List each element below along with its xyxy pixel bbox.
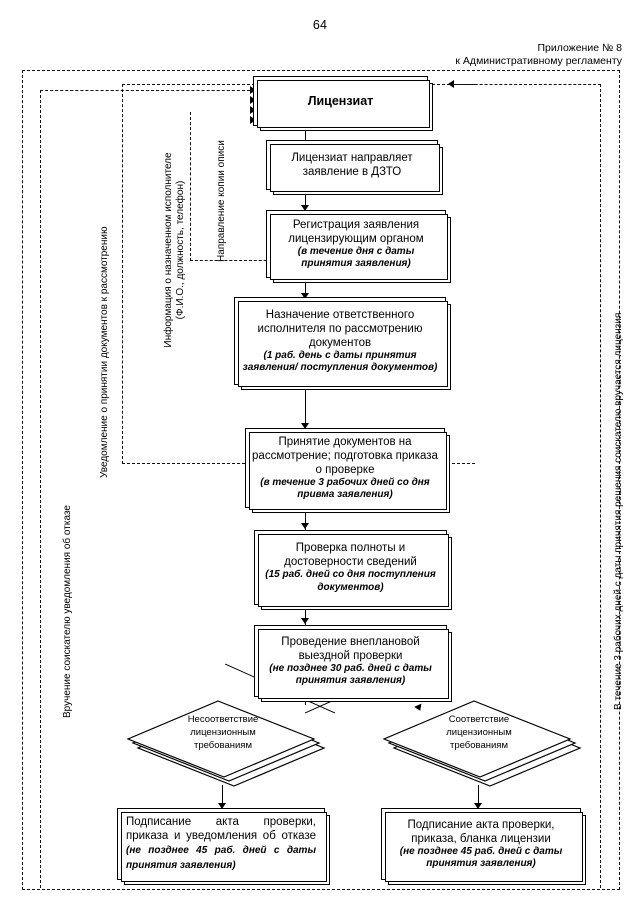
node-sign-license[interactable]: Подписание акта проверки, приказа, бланк…: [381, 808, 586, 885]
node-register-application-title: Регистрация заявления лицензирующим орга…: [288, 218, 424, 245]
connector-right-diamond-to-box: [478, 785, 480, 810]
connector-2-3: [305, 190, 307, 212]
caption-acceptance-notice: Уведомление о принятии документов к расс…: [99, 226, 110, 478]
connector-1-2: [305, 126, 307, 146]
page-number: 64: [312, 18, 328, 32]
arrow-right-diamond-to-box: [474, 803, 482, 809]
node-accept-documents-title: Принятие документов на рассмотрение; под…: [252, 435, 438, 476]
connector-5-6: [305, 508, 307, 530]
dashed-return-arrow: [448, 80, 454, 88]
caption-executor-info-line1: Информация о назначенном исполнителе: [163, 152, 174, 348]
dashed-left-return-vertical: [40, 90, 41, 888]
decision-noncompliance-shape: [126, 700, 326, 787]
dashed-left-return-horizontal: [40, 90, 255, 91]
decision-compliance-shape: [382, 700, 582, 787]
node-assign-executor[interactable]: Назначение ответственного исполнителя по…: [234, 297, 451, 390]
arrow-5-6: [301, 523, 309, 529]
node-licensee[interactable]: Лицензиат: [253, 76, 433, 131]
node-accept-documents[interactable]: Принятие документов на рассмотрение; под…: [245, 428, 450, 513]
connector-left-diamond-to-box: [222, 785, 224, 810]
arrow-4-5: [301, 423, 309, 429]
appendix-line-1: Приложение № 8: [537, 42, 622, 54]
node-submit-application[interactable]: Лицензиат направляет заявление в ДЗТО: [266, 140, 443, 195]
decision-compliance[interactable]: Соответствие лицензионным требованиям: [382, 700, 582, 787]
arrow-3-4: [301, 293, 309, 299]
node-sign-license-title: Подписание акта проверки, приказа, бланк…: [407, 818, 555, 845]
connector-3-4: [305, 278, 307, 300]
arrow-2-3: [301, 205, 309, 211]
dashed-right-return-horizontal: [455, 84, 601, 85]
node-unscheduled-inspection-title: Проведение внеплановой выездной проверки: [281, 635, 420, 662]
node-licensee-title: Лицензиат: [307, 94, 374, 108]
node-unscheduled-inspection-note: (не позднее 30 раб. дней с даты принятия…: [269, 662, 432, 687]
node-sign-refusal-note: (не позднее 45 раб. дней с даты принятия…: [126, 845, 316, 871]
node-sign-refusal[interactable]: Подписание акта проверки, приказа и увед…: [117, 808, 330, 885]
node-register-application-note: (в течение дня с даты принятия заявления…: [297, 245, 415, 270]
node-submit-application-title: Лицензиат направляет заявление в ДЗТО: [291, 152, 413, 178]
node-sign-refusal-text: Подписание акта проверки, приказа и увед…: [126, 816, 316, 842]
node-sign-refusal-title: Подписание акта проверки, приказа и увед…: [126, 815, 316, 873]
copy-list-dashed-frame: [190, 112, 301, 261]
node-verify-completeness-title: Проверка полноты и достоверности сведени…: [284, 542, 417, 568]
connector-6-7: [305, 605, 307, 625]
node-unscheduled-inspection[interactable]: Проведение внеплановой выездной проверки…: [254, 625, 452, 702]
caption-copy-of-list: Направление копии описи: [216, 140, 227, 262]
appendix-caption: Приложение № 8 к Административному регла…: [455, 42, 622, 68]
decision-noncompliance[interactable]: Несоответствие лицензионным требованиям: [126, 700, 326, 787]
arrow-left-diamond-to-box: [218, 803, 226, 809]
dashed-right-return-vertical: [600, 84, 601, 888]
node-verify-completeness[interactable]: Проверка полноты и достоверности сведени…: [254, 530, 452, 610]
node-accept-documents-note: (в течение 3 рабочих дней со дня привма …: [260, 476, 430, 501]
appendix-line-2: к Административному регламенту: [455, 55, 622, 67]
node-assign-executor-title: Назначение ответственного исполнителя по…: [257, 308, 423, 349]
caption-executor-info-line2: (Ф.И.О., должность, телефон): [175, 180, 186, 320]
caption-refusal-delivery: Вручение соискателю уведомления об отказ…: [62, 505, 73, 718]
caption-license-delivery: В течение 3 рабочих дней с даты принятия…: [613, 312, 624, 710]
outer-dashed-frame: [22, 70, 620, 890]
node-register-application[interactable]: Регистрация заявления лицензирующим орга…: [266, 210, 451, 283]
node-sign-license-note: (не позднее 45 раб. дней с даты принятия…: [399, 845, 563, 870]
node-verify-completeness-note: (15 раб. дней со дня поступления докумен…: [265, 569, 436, 593]
caption-executor-info: Информация о назначенном исполнителе (Ф.…: [163, 140, 187, 360]
arrow-6-7: [301, 618, 309, 624]
node-assign-executor-note: (1 раб. день с даты принятия заявления/ …: [242, 349, 438, 374]
connector-4-5: [305, 385, 307, 430]
